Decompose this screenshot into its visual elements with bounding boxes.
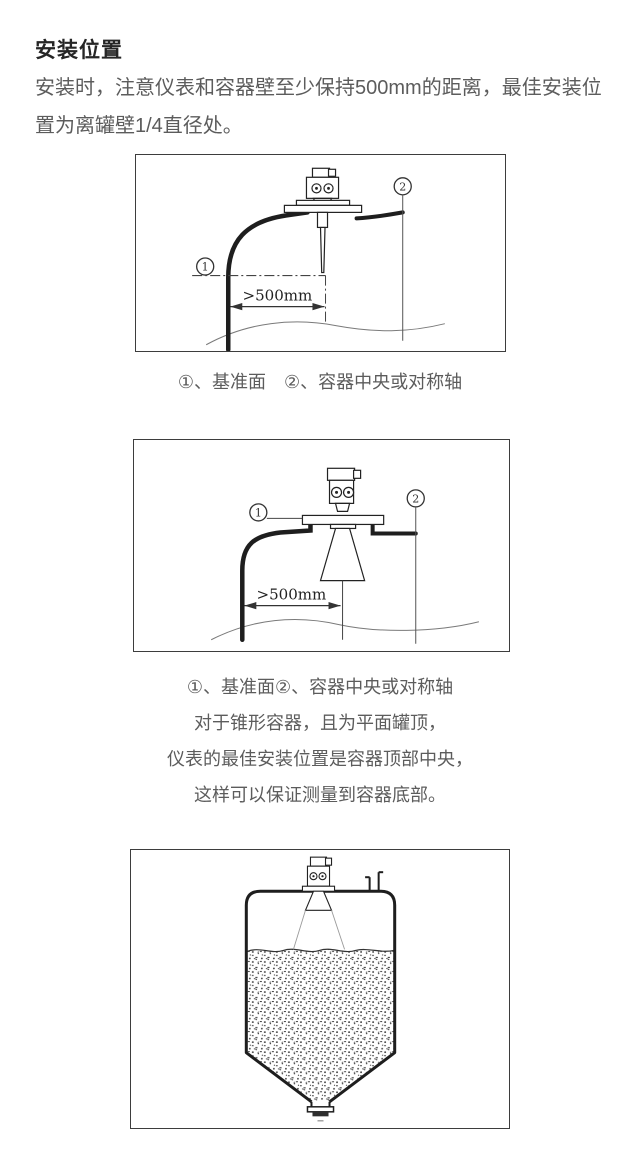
figure2-caption-line: 仪表的最佳安装位置是容器顶部中央， bbox=[167, 749, 473, 769]
radar-instrument-horn bbox=[301, 467, 385, 640]
dimension-500mm: >500mm bbox=[230, 287, 325, 311]
marker-1-number: 1 bbox=[255, 506, 262, 519]
figure2-caption-line: 对于锥形容器，且为平面罐顶， bbox=[194, 713, 446, 733]
silo-diagram bbox=[244, 856, 397, 1122]
bulk-material-fill bbox=[247, 949, 394, 1101]
dimension-label: >500mm bbox=[257, 586, 327, 604]
figure2-caption-line: 这样可以保证测量到容器底部。 bbox=[194, 785, 446, 805]
liquid-surface-line bbox=[210, 618, 480, 641]
rod-antenna-diagram: 1 2 >500mm bbox=[192, 167, 445, 351]
marker-center-axis: 2 bbox=[393, 177, 412, 341]
radar-instrument-rod bbox=[283, 167, 363, 274]
figure2-caption: ①、基准面②、容器中央或对称轴 对于锥形容器，且为平面罐顶， 仪表的最佳安装位置… bbox=[0, 669, 640, 813]
figure-silo-install bbox=[130, 849, 510, 1129]
marker-reference-plane: 1 bbox=[192, 257, 327, 323]
roof-pipe-stub bbox=[365, 871, 384, 891]
figure1-caption: ①、基准面 ②、容器中央或对称轴 bbox=[177, 372, 463, 392]
intro-paragraph: 安装时，注意仪表和容器壁至少保持500mm的距离，最佳安装位置为离罐壁1/4直径… bbox=[35, 77, 602, 137]
figure-rod-antenna-install: 1 2 >500mm bbox=[135, 154, 506, 352]
figure2-caption-line: ①、基准面②、容器中央或对称轴 bbox=[186, 677, 454, 697]
dimension-500mm: >500mm bbox=[244, 586, 341, 610]
radar-instrument-silo bbox=[301, 856, 336, 911]
material-surface-line bbox=[247, 948, 394, 953]
marker-1-number: 1 bbox=[202, 261, 209, 274]
marker-2-number: 2 bbox=[399, 180, 406, 193]
marker-2-number: 2 bbox=[412, 492, 419, 505]
horn-antenna-diagram: 1 2 >500mm bbox=[210, 467, 480, 644]
dimension-label: >500mm bbox=[242, 287, 312, 305]
bottom-outlet bbox=[306, 1101, 335, 1122]
radar-beam-lines bbox=[292, 910, 345, 950]
marker-reference-plane: 1 bbox=[249, 503, 303, 522]
tank-outline bbox=[240, 522, 418, 643]
figure-horn-antenna-install: 1 2 >500mm bbox=[133, 439, 510, 652]
section-title: 安装位置 bbox=[35, 39, 123, 62]
tank-outline bbox=[225, 210, 405, 351]
liquid-surface-line bbox=[205, 321, 445, 346]
marker-center-axis: 2 bbox=[406, 489, 425, 644]
